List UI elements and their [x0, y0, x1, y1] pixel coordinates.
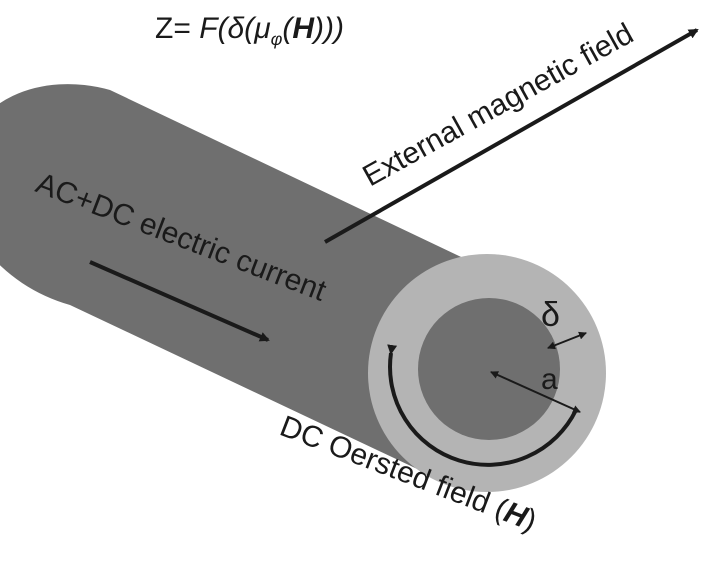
wire-inner-core	[418, 298, 560, 440]
delta-dimension-arrow	[547, 331, 587, 350]
current-arrow	[89, 260, 270, 342]
oersted-field-arrow	[387, 344, 578, 467]
radius-label: a	[541, 363, 558, 396]
external-field-arrow	[324, 28, 699, 244]
external-field-label: External magnetic field	[357, 17, 638, 193]
radius-dimension-arrow	[490, 371, 581, 413]
skin-depth-label: δ	[541, 296, 560, 334]
impedance-formula: Z= F(δ(μφ(H)))	[155, 12, 344, 49]
